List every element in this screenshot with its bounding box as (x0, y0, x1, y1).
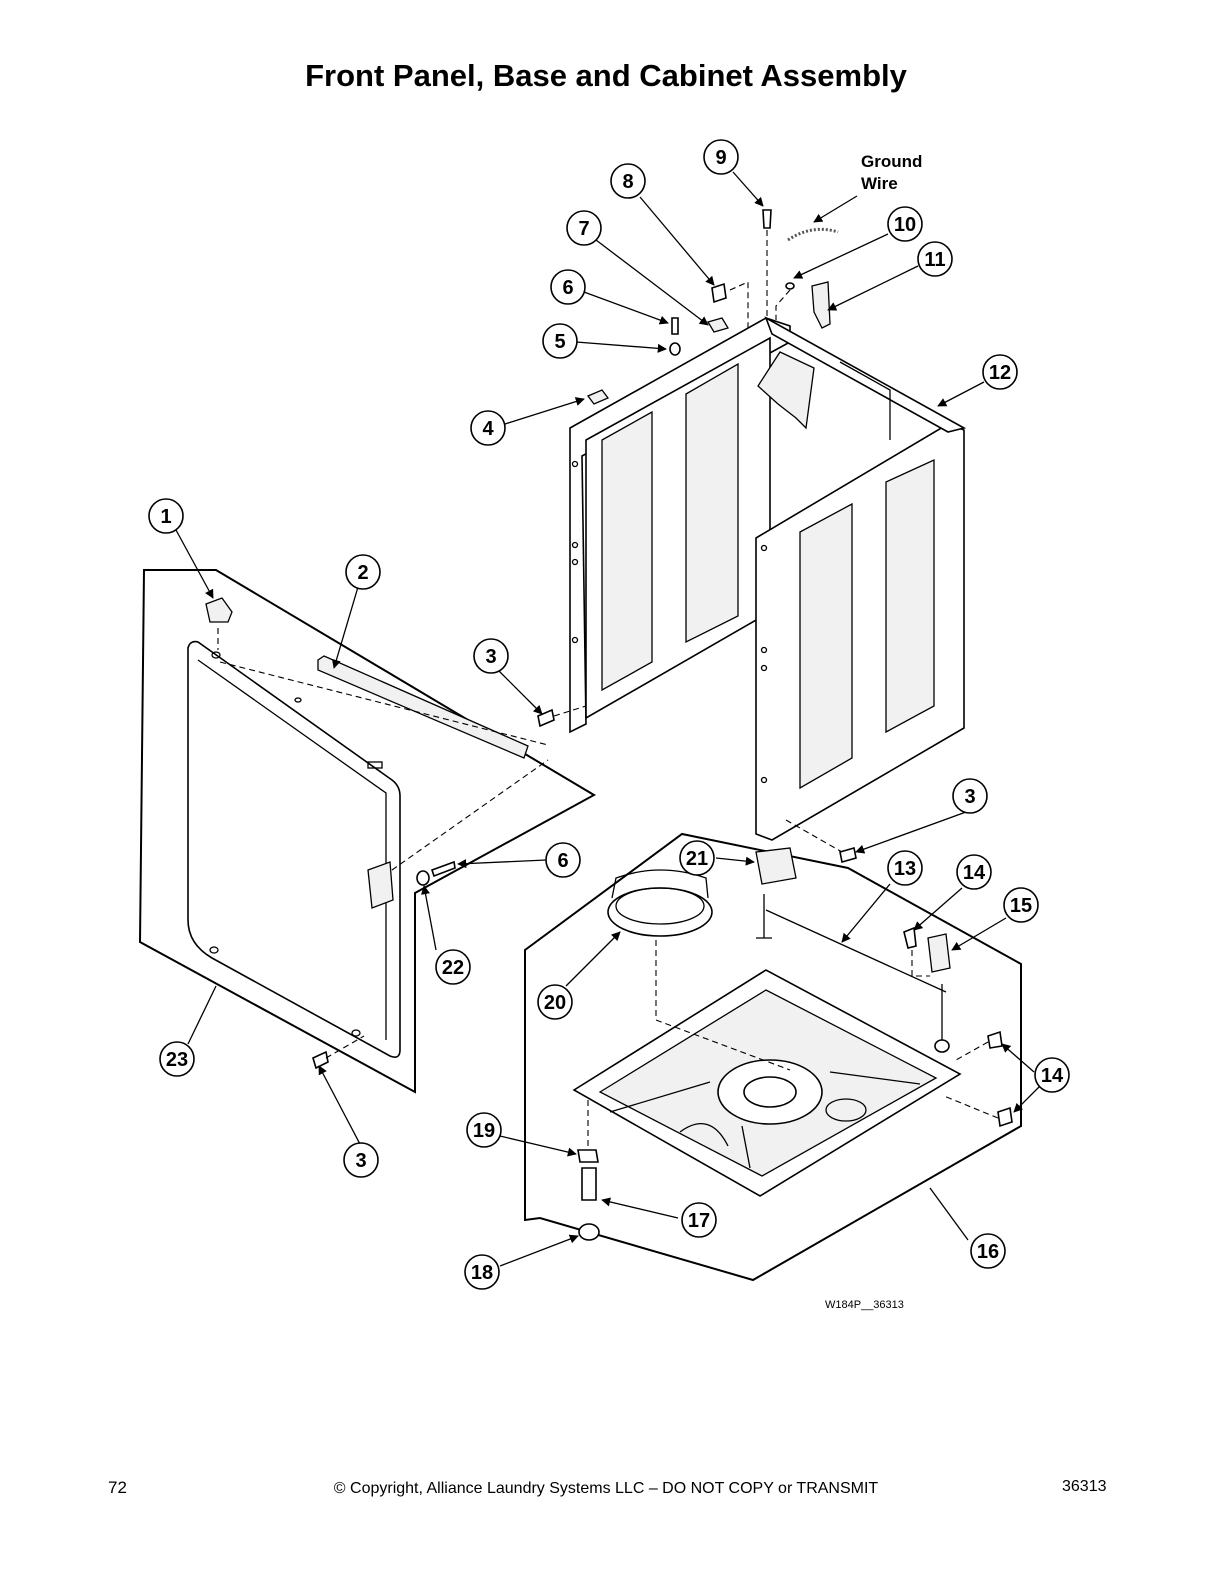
page-number: 72 (108, 1478, 127, 1497)
svg-text:14: 14 (1041, 1065, 1064, 1087)
callout-17: 17 (681, 1202, 717, 1238)
svg-text:7: 7 (578, 218, 589, 240)
leveling-leg (581, 1167, 597, 1201)
cabinet-wrapper (537, 209, 967, 864)
svg-text:12: 12 (989, 362, 1011, 384)
callout-18: 18 (464, 1254, 500, 1290)
svg-text:14: 14 (963, 862, 986, 884)
callout-2: 2 (345, 554, 381, 590)
rod-bracket (927, 933, 951, 973)
svg-text:16: 16 (977, 1241, 999, 1263)
leg-cap (578, 1223, 600, 1241)
svg-text:20: 20 (544, 992, 566, 1014)
callout-7: 7 (566, 210, 602, 246)
svg-text:10: 10 (894, 214, 916, 236)
ground-wire-label-line2: Wire (861, 174, 898, 193)
rear-bracket (755, 847, 797, 885)
callout-3-front-panel: 3 (343, 1142, 379, 1178)
callout-20: 20 (537, 984, 573, 1020)
svg-text:8: 8 (622, 171, 633, 193)
callout-21: 21 (679, 840, 715, 876)
svg-text:19: 19 (473, 1120, 495, 1142)
leader-lines (175, 171, 1041, 1267)
front-panel-screw (312, 1050, 329, 1070)
top-screw-8 (711, 282, 727, 304)
svg-text:1: 1 (160, 506, 171, 528)
callout-1: 1 (148, 498, 184, 534)
callout-9: 9 (703, 139, 739, 175)
svg-text:4: 4 (482, 418, 494, 440)
svg-text:13: 13 (894, 858, 916, 880)
svg-text:22: 22 (442, 957, 464, 979)
front-panel (187, 640, 401, 1058)
callout-11: 11 (917, 241, 953, 277)
svg-text:6: 6 (562, 277, 573, 299)
svg-text:3: 3 (355, 1150, 366, 1172)
ground-wire-label-line1: Ground (861, 152, 922, 171)
page-title: Front Panel, Base and Cabinet Assembly (305, 58, 907, 93)
cabinet-screw-right (839, 846, 857, 864)
grommet (416, 870, 430, 886)
top-pad (707, 317, 729, 333)
svg-text:9: 9 (715, 147, 726, 169)
callout-8: 8 (610, 163, 646, 199)
door-lock-bracket (367, 861, 394, 909)
front-panel-group (138, 569, 597, 1094)
base-group (524, 832, 1022, 1282)
copyright-notice: © Copyright, Alliance Laundry Systems LL… (333, 1480, 879, 1497)
ground-clip-nut (785, 282, 795, 290)
callout-15: 15 (1003, 887, 1039, 923)
svg-text:21: 21 (686, 848, 708, 870)
callout-3-cabinet-right: 3 (952, 778, 988, 814)
svg-text:3: 3 (485, 646, 496, 668)
svg-text:18: 18 (471, 1262, 493, 1284)
callout-6-panel: 6 (545, 842, 581, 878)
top-screw (671, 317, 679, 335)
callout-19: 19 (466, 1112, 502, 1148)
base-screw-lower (997, 1106, 1013, 1128)
callout-22: 22 (435, 949, 471, 985)
svg-text:2: 2 (357, 562, 368, 584)
callout-13: 13 (887, 850, 923, 886)
document-number: 36313 (1062, 1478, 1107, 1495)
cabinet-screw-left (537, 708, 555, 728)
callout-6-top: 6 (550, 269, 586, 305)
panel-screw (430, 860, 456, 878)
callout-10: 10 (887, 206, 923, 242)
panel-clip (205, 597, 233, 623)
svg-text:17: 17 (688, 1210, 710, 1232)
ground-screw (762, 209, 772, 229)
callout-14-pin: 14 (956, 854, 992, 890)
leveling-rod (765, 909, 947, 993)
base-screw-upper (987, 1030, 1003, 1049)
cabinet-clip (586, 389, 610, 405)
drawing-code: W184P__36313 (825, 1299, 904, 1311)
callout-4: 4 (470, 410, 506, 446)
callout-3-cabinet-left: 3 (473, 638, 509, 674)
nut (669, 342, 681, 356)
svg-text:11: 11 (924, 249, 945, 271)
callouts: 1 2 3 3 3 4 5 6 6 7 8 9 10 11 12 13 14 1… (148, 139, 1070, 1290)
callout-23: 23 (159, 1041, 195, 1077)
leg-nut (577, 1149, 599, 1163)
callout-5: 5 (542, 323, 578, 359)
leveling-foot-pad (934, 1039, 950, 1053)
ground-bracket (811, 281, 831, 329)
callout-16: 16 (970, 1233, 1006, 1269)
svg-text:3: 3 (964, 786, 975, 808)
svg-text:5: 5 (554, 331, 565, 353)
svg-text:23: 23 (166, 1049, 188, 1071)
callout-12: 12 (982, 354, 1018, 390)
callout-14-screws: 14 (1034, 1057, 1070, 1093)
ground-wire (787, 227, 839, 242)
top-trim-strip (317, 655, 529, 759)
svg-text:15: 15 (1010, 895, 1032, 917)
svg-text:6: 6 (557, 850, 568, 872)
pin (903, 926, 917, 949)
